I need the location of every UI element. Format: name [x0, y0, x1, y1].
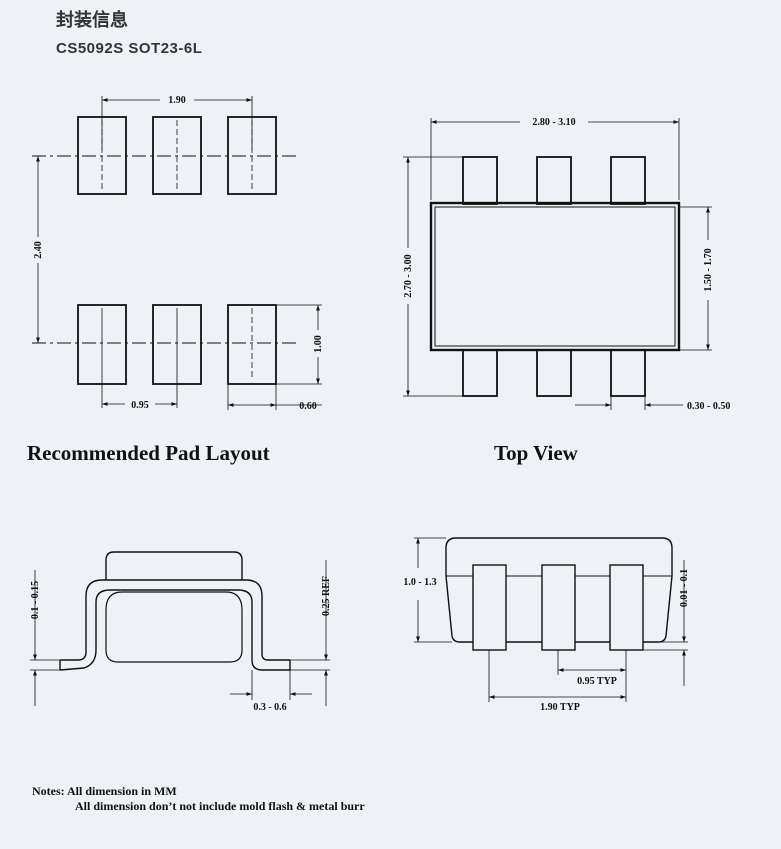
top-view-drawing — [403, 118, 712, 410]
lead-bottom-1 — [462, 349, 498, 397]
notes-line-1: All dimension in MM — [67, 784, 177, 798]
part-number: CS5092S SOT23-6L — [56, 40, 203, 57]
dim-standoff: 0.1 - 0.15 — [30, 581, 41, 619]
package-body — [429, 201, 681, 352]
lead-bottom-2 — [536, 349, 572, 397]
side-lead-outer — [60, 579, 290, 661]
pad-bottom-3 — [227, 304, 277, 385]
dim-pad-pitch: 0.95 — [131, 400, 149, 411]
lead-top-3 — [610, 156, 646, 205]
lead-top-2 — [536, 156, 572, 205]
dim-overall-length: 2.70 - 3.00 — [403, 254, 414, 297]
pad-layout-drawing — [32, 96, 322, 410]
caption-top-view: Top View — [494, 441, 578, 465]
dim-body-length: 1.50 - 1.70 — [703, 248, 714, 291]
dim-pitch-typ: 0.95 TYP — [577, 676, 617, 687]
dim-lead-offset: 0.01 - 0.1 — [679, 569, 690, 607]
end-lead-1 — [472, 564, 507, 651]
end-view-drawing — [445, 537, 673, 651]
side-body — [105, 591, 243, 663]
page-title: 封装信息 — [56, 10, 128, 31]
notes-label: Notes: — [32, 784, 65, 798]
end-lead-2 — [541, 564, 576, 651]
notes-line-2: All dimension don’t not include mold fla… — [75, 799, 365, 813]
pad-top-2 — [152, 116, 202, 195]
lead-bottom-3 — [610, 349, 646, 397]
caption-pad-layout: Recommended Pad Layout — [27, 441, 270, 465]
dim-pitch-outer-typ: 1.90 TYP — [540, 702, 580, 713]
side-body-top — [105, 551, 243, 580]
dim-pad-row-distance: 2.40 — [33, 241, 44, 259]
dim-pad-width: 0.60 — [299, 401, 317, 412]
end-lead-3 — [609, 564, 644, 651]
dim-total-height: 1.0 - 1.3 — [403, 577, 436, 588]
dim-body-width: 2.80 - 3.10 — [532, 117, 575, 128]
dim-lead-thickness: 0.25 REF — [321, 576, 332, 616]
package-body-inner — [434, 206, 676, 347]
lead-top-1 — [462, 156, 498, 205]
dim-pad-height: 1.00 — [313, 335, 324, 353]
dim-lead-width: 0.30 - 0.50 — [687, 401, 730, 412]
side-view-drawing — [59, 551, 291, 671]
dim-pad-pitch-outer: 1.90 — [168, 95, 186, 106]
end-body-top — [445, 537, 673, 576]
notes-block: Notes: All dimension in MM All dimension… — [32, 784, 365, 814]
dim-foot-length: 0.3 - 0.6 — [253, 702, 286, 713]
side-lead-inner — [59, 589, 291, 671]
